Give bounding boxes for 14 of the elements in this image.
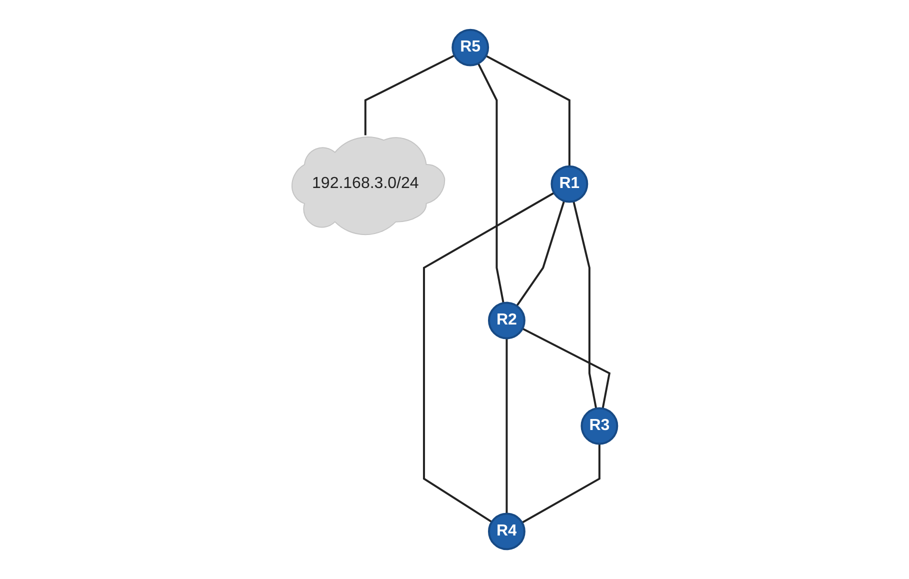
connector	[506, 338, 508, 514]
connector	[572, 201, 598, 409]
node-circle: R1	[550, 165, 588, 203]
node-circle: R2	[488, 302, 526, 340]
connector	[422, 192, 554, 523]
node-circle: R3	[580, 407, 618, 445]
connector	[485, 55, 570, 166]
connector	[516, 200, 565, 307]
node-circle: R4	[488, 512, 526, 550]
connector	[522, 444, 600, 524]
connector	[522, 328, 610, 409]
connector	[477, 62, 504, 304]
node-circle: R5	[452, 28, 489, 66]
connector	[364, 54, 455, 136]
